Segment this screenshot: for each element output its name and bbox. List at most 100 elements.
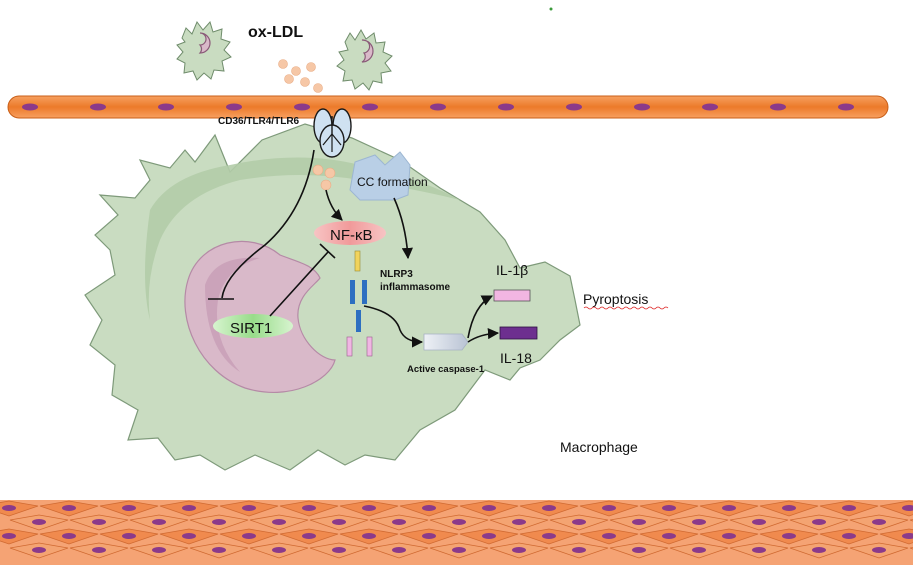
smooth-muscle-nucleus [392,547,406,553]
smooth-muscle-nucleus [122,505,136,511]
smooth-muscle-nucleus [692,547,706,553]
smooth-muscle-nucleus [812,547,826,553]
smooth-muscle-cell [909,547,913,550]
nfkb-label: NF-κB [330,227,373,244]
smooth-muscle-nucleus [122,533,136,539]
sirt1-shape [213,314,293,338]
smooth-muscle-nucleus [512,547,526,553]
oxldl-particles [278,59,323,93]
smooth-muscle-nucleus [182,505,196,511]
cc-formation-shape [349,151,411,201]
smooth-muscle-nucleus [422,533,436,539]
smooth-muscle-nucleus [812,519,826,525]
smooth-muscle-nucleus [152,519,166,525]
il18-label: IL-18 [500,350,532,366]
smooth-muscle-nucleus [872,547,886,553]
smooth-muscle-nucleus [2,533,16,539]
smooth-muscle-nucleus [422,505,436,511]
il1b-shape [493,289,531,302]
smooth-muscle-nucleus [482,505,496,511]
smooth-muscle-nucleus [242,505,256,511]
smooth-muscle-nucleus [842,533,856,539]
endothelial-layer-top [7,95,889,119]
smooth-muscle-nucleus [152,547,166,553]
smooth-muscle-cell [879,500,913,517]
pyroptosis-spellcheck-underline [583,306,669,310]
monocyte-cell-icon [176,20,232,81]
smooth-muscle-nucleus [542,505,556,511]
smooth-muscle-nucleus [902,533,913,539]
smooth-muscle-nucleus [662,533,676,539]
smooth-muscle-nucleus [602,533,616,539]
il18-shape [499,326,538,340]
sirt1-label: SIRT1 [230,320,272,337]
smooth-muscle-nucleus [92,547,106,553]
receptor-label: CD36/TLR4/TLR6 [218,116,300,127]
caspase-shape [423,333,469,351]
smooth-muscle-nucleus [662,505,676,511]
receptor-to-sirt1-inhibition [221,149,315,299]
smooth-muscle-nucleus [752,547,766,553]
smooth-muscle-nucleus [572,519,586,525]
nfkb-shape [314,221,386,245]
smooth-muscle-nucleus [542,533,556,539]
membrane-receptor-icon [313,108,352,158]
macrophage-label: Macrophage [560,439,638,455]
smooth-muscle-nucleus [332,547,346,553]
smooth-muscle-nucleus [392,519,406,525]
monocyte-cell-icon [336,29,393,91]
cc-formation-label: CC formation [357,175,428,189]
smooth-muscle-nucleus [212,547,226,553]
pathway-arrows [208,149,500,348]
smooth-muscle-cell [0,528,39,545]
smooth-muscle-nucleus [572,547,586,553]
receptor-to-nfkb-arrow [325,189,343,221]
smooth-muscle-nucleus [182,533,196,539]
smooth-muscle-nucleus [452,519,466,525]
smooth-muscle-nucleus [272,547,286,553]
smooth-muscle-nucleus [212,519,226,525]
caspase-label: Active caspase-1 [407,364,485,375]
smooth-muscle-nucleus [842,505,856,511]
smooth-muscle-nucleus [902,505,913,511]
nucleus-inner-band [205,257,260,372]
smooth-muscle-nucleus [722,505,736,511]
macrophage-cell [84,123,581,471]
nlrp3-to-caspase-arrow [363,305,424,348]
nlrp3-components [346,250,373,357]
smooth-muscle-nucleus [362,533,376,539]
smooth-muscle-layer [0,500,913,565]
smooth-muscle-cell [879,528,913,545]
il1b-label: IL-1β [496,262,528,278]
cc-to-nlrp3-arrow [393,197,413,260]
smooth-muscle-nucleus [242,533,256,539]
sirt1-to-nfkb-inhibition-bar [319,243,336,259]
smooth-muscle-nucleus [482,533,496,539]
smooth-muscle-nucleus [62,533,76,539]
smooth-muscle-nucleus [452,547,466,553]
smooth-muscle-nucleus [2,505,16,511]
smooth-muscle-nucleus [32,547,46,553]
smooth-muscle-cell [0,500,39,517]
smooth-muscle-nucleus [332,519,346,525]
smooth-muscle-nucleus [692,519,706,525]
pyroptosis-label: Pyroptosis [583,291,648,307]
caspase-to-il18-arrow [467,327,500,343]
smooth-muscle-cell [909,519,913,522]
smooth-muscle-nucleus [722,533,736,539]
smooth-muscle-nucleus [872,519,886,525]
smooth-muscle-nucleus [362,505,376,511]
smooth-muscle-nucleus [632,547,646,553]
smooth-muscle-nucleus [632,519,646,525]
smooth-muscle-nucleus [302,505,316,511]
smooth-muscle-nucleus [302,533,316,539]
sirt1-to-nfkb-inhibition [269,251,329,317]
smooth-muscle-nucleus [62,505,76,511]
smooth-muscle-nucleus [92,519,106,525]
internalized-particles [312,164,336,191]
smooth-muscle-nucleus [782,505,796,511]
caspase-to-il1b-arrow [467,295,494,339]
smooth-muscle-nucleus [272,519,286,525]
decorative-dot [549,7,553,11]
